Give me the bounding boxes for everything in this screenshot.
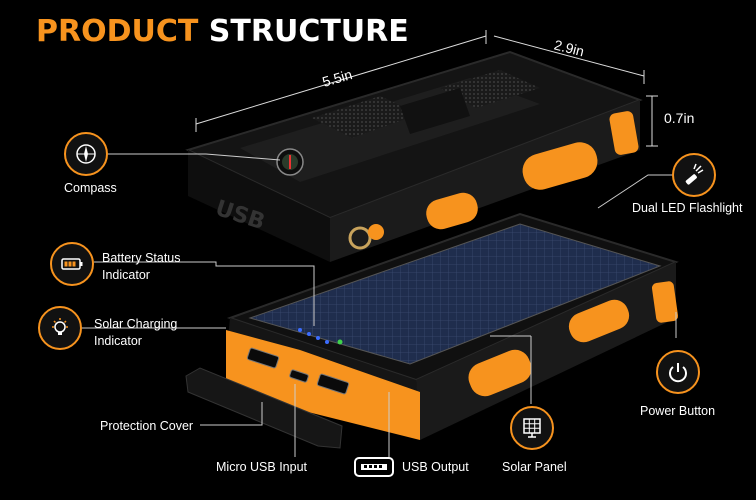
battery-status-line1: Battery Status [102,251,181,265]
battery-status-label: Battery Status Indicator [102,250,181,284]
usb-port-badge [354,457,394,477]
power-callout-icon [656,350,700,394]
compass-label: Compass [64,181,117,195]
front-power-bank [185,212,679,449]
callout-lines [82,153,677,457]
dimension-lines [195,30,658,147]
solar-charging-line1: Solar Charging [94,317,178,331]
battery-callout-icon [50,242,94,286]
flashlight-label: Dual LED Flashlight [632,201,743,215]
solar-charging-line2: Indicator [94,334,142,348]
flashlight-icon [685,163,704,185]
solar-charging-callout-icon [38,306,82,350]
compass-callout-icon [64,132,108,176]
power-icon [669,363,687,383]
height-dimension: 0.7in [664,110,695,126]
flashlight-callout-icon [672,153,716,197]
solar-panel-icon [523,418,541,438]
compass-icon [76,144,96,164]
title-rest: STRUCTURE [208,14,409,49]
battery-status-line2: Indicator [102,268,150,282]
power-button-label: Power Button [640,404,716,418]
usb-port-icon [361,464,387,470]
protection-cover-label: Protection Cover [100,419,194,433]
battery-icon [61,258,83,270]
page-title: PRODUCT STRUCTURE [36,14,409,49]
solar-panel-callout-icon [510,406,554,450]
lightbulb-icon [52,318,68,335]
back-power-bank: USB [185,50,643,262]
solar-panel-label: Solar Panel [502,460,567,474]
solar-charging-label: Solar Charging Indicator [94,316,177,350]
usb-output-label: USB Output [402,460,469,474]
title-accent: PRODUCT [36,14,199,49]
micro-usb-input-label: Micro USB Input [216,460,308,474]
